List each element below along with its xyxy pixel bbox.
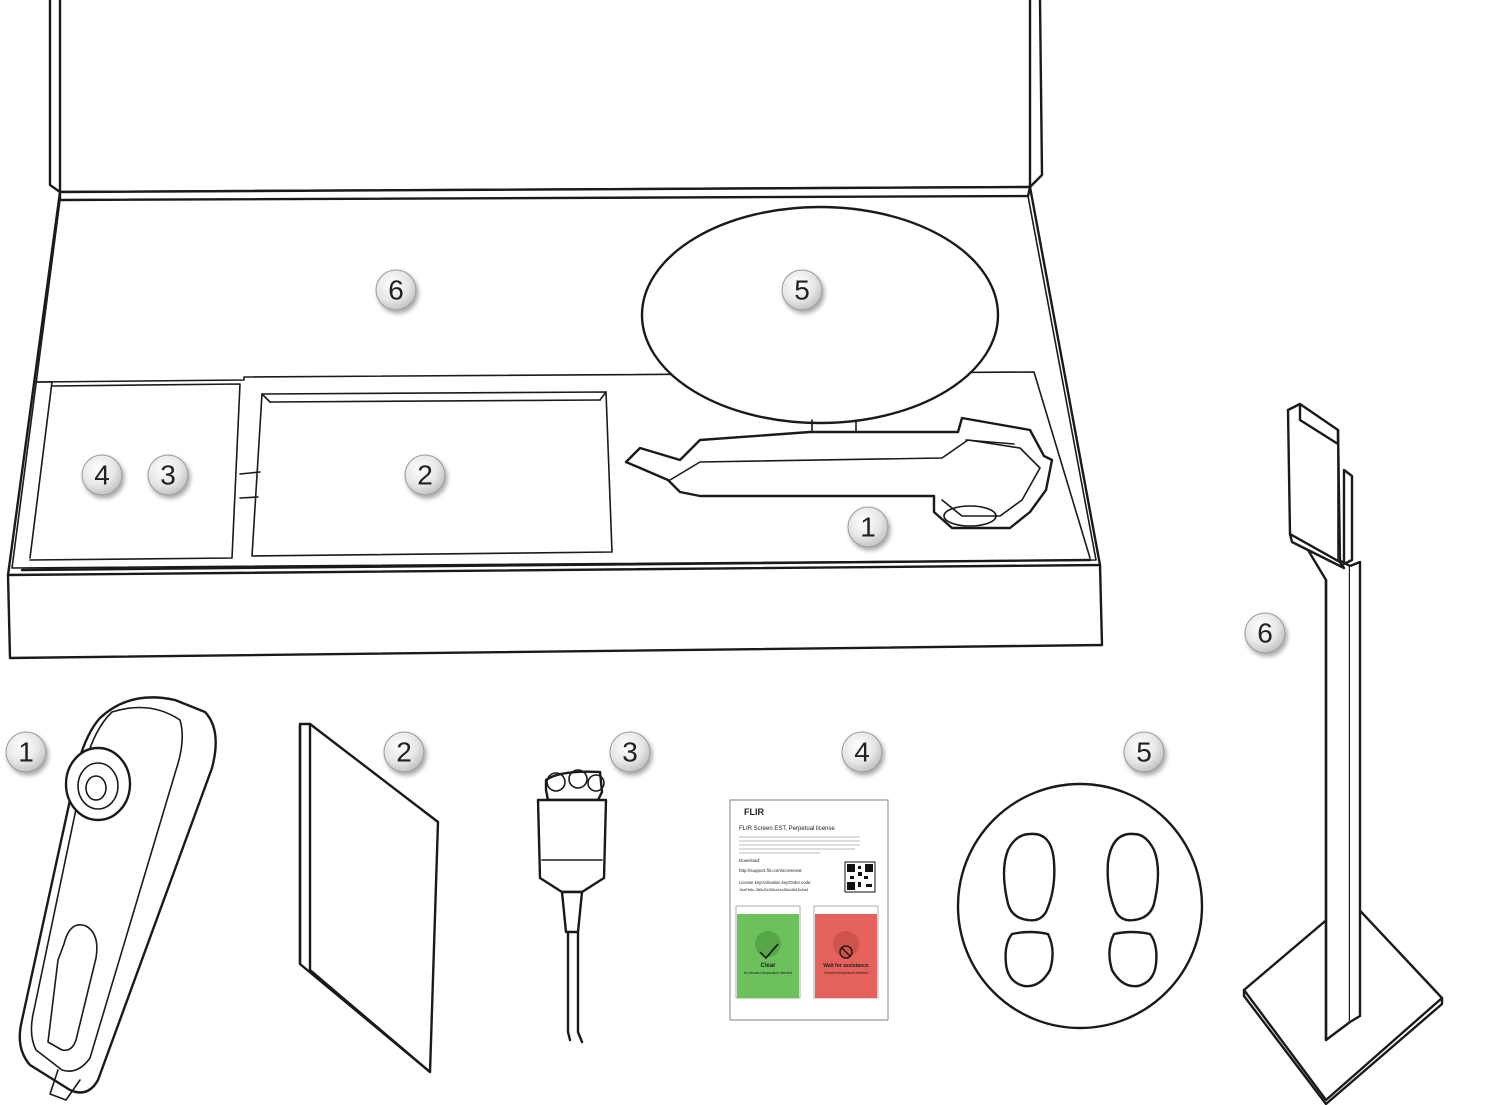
license-body-lines [739, 836, 860, 854]
panel-clear-sub: No elevated temperature detected [744, 971, 792, 975]
callout-item-5: 5 [1123, 731, 1165, 773]
callout-item-6-label: 6 [1257, 618, 1273, 649]
callout-item-3: 3 [609, 731, 651, 773]
panel-wait-title: Wait for assistance [823, 963, 869, 969]
callout-box-6-label: 6 [388, 275, 404, 306]
item-floor-mat [956, 782, 1204, 1030]
callout-item-4-label: 4 [854, 737, 870, 768]
callout-item-1-label: 1 [18, 737, 34, 768]
license-download-label: Download: [739, 858, 760, 863]
callout-item-1: 1 [5, 731, 47, 773]
qr-code-icon [844, 861, 876, 893]
callout-box-4: 4 [81, 454, 123, 496]
license-panel-clear: Clear No elevated temperature detected [735, 905, 801, 999]
callout-box-4-label: 4 [94, 460, 110, 491]
item-flat-board [298, 722, 440, 1074]
box-floor-mat [640, 205, 1000, 441]
callout-box-1-label: 1 [860, 512, 876, 543]
footprints-icon [1002, 832, 1160, 988]
item-camera-sensor [18, 696, 217, 1101]
callout-box-2: 2 [404, 454, 446, 496]
box-sensor-cradle [624, 416, 1054, 530]
callout-item-4: 4 [841, 731, 883, 773]
callout-box-6: 6 [375, 269, 417, 311]
item-license-card: FLIR FLIR Screen EST, Perpetual license … [729, 799, 889, 1021]
license-panel-wait: Wait for assistance Elevated temperature… [813, 905, 879, 999]
open-box [6, 0, 1104, 660]
license-brand: FLIR [744, 807, 764, 817]
callout-box-2-label: 2 [417, 460, 433, 491]
panel-wait-sub: Elevated temperature detected [824, 971, 868, 975]
panel-clear-title: Clear [760, 963, 776, 969]
callout-item-2: 2 [383, 731, 425, 773]
box-lid [48, 0, 1044, 194]
item-power-cable [536, 769, 608, 1044]
license-key-value: 16a7b6c-365d2c30ba1cc56a4643c6a4 [739, 887, 809, 892]
callout-box-3: 3 [147, 454, 189, 496]
callout-item-6: 6 [1244, 612, 1286, 654]
callout-box-1: 1 [847, 506, 889, 548]
callout-box-5-label: 5 [794, 275, 810, 306]
callout-box-3-label: 3 [160, 460, 176, 491]
callout-item-5-label: 5 [1136, 737, 1152, 768]
license-download-link[interactable]: http://support.flir.com/screenest [739, 868, 802, 873]
item-stand [1242, 402, 1444, 1105]
callout-item-2-label: 2 [396, 737, 412, 768]
license-key-label: License key/Activation key/Order code: [739, 880, 811, 885]
license-title: FLIR Screen EST, Perpetual license [739, 826, 835, 832]
callout-item-3-label: 3 [622, 737, 638, 768]
callout-box-5: 5 [781, 269, 823, 311]
